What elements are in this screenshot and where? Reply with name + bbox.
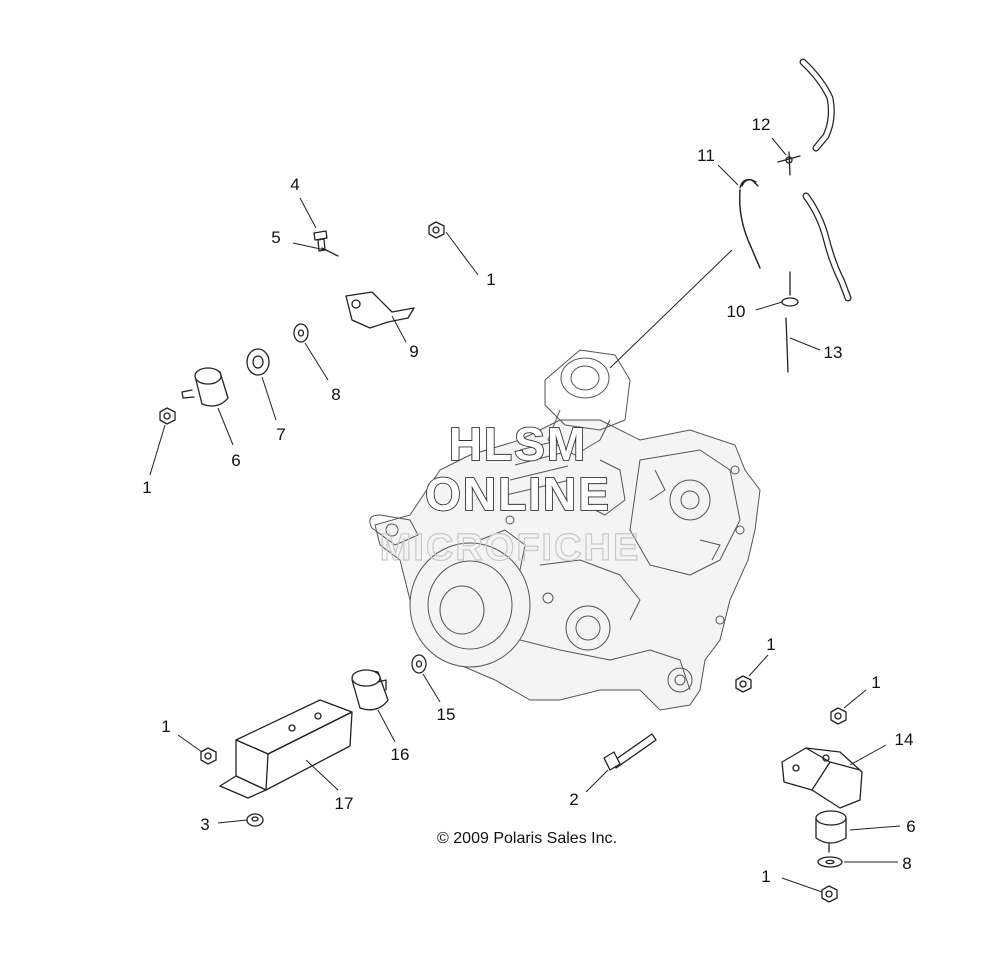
watermark-line3: MICROFICHE [380, 527, 641, 569]
callout-8-top: 8 [331, 385, 340, 404]
callout-1-left: 1 [142, 478, 151, 497]
callout-5: 5 [271, 228, 280, 247]
part-1-nut-lower-left [177, 734, 217, 765]
callout-1-center: 1 [766, 635, 775, 654]
callout-11: 11 [697, 146, 715, 165]
part-7-bushing [246, 348, 277, 421]
callout-labels: 4 5 1 9 8 7 6 1 11 12 10 13 1 15 16 1 17… [142, 115, 915, 886]
part-16-isolator [351, 669, 396, 743]
part-15-washer [411, 654, 441, 703]
part-8-washer-top [293, 323, 329, 381]
part-6-isolator-right [815, 810, 901, 853]
callout-3: 3 [200, 815, 209, 834]
watermark: MICROFICHE HLSM ONLINE [379, 417, 641, 570]
part-14-mount-bracket [781, 744, 887, 809]
part-11-hose [609, 164, 761, 369]
callout-12: 12 [752, 115, 771, 134]
callout-1-right: 1 [871, 673, 880, 692]
part-1-nut-left [149, 407, 176, 476]
part-8-washer-right [817, 856, 898, 868]
callout-2: 2 [569, 790, 578, 809]
part-1-nut-center [735, 654, 769, 693]
callout-17: 17 [335, 794, 354, 813]
part-1-nut-top [428, 221, 479, 276]
callout-10: 10 [727, 302, 746, 321]
copyright-notice: © 2009 Polaris Sales Inc. [437, 830, 617, 847]
part-12-fitting [771, 137, 801, 176]
watermark-line1: HLSM [449, 418, 587, 470]
part-2-bolt [585, 733, 657, 793]
part-17-bracket [219, 699, 353, 799]
part-upper-hose-a [799, 58, 835, 152]
part-10-grommet [755, 271, 799, 311]
part-1-nut-right [830, 689, 867, 725]
callout-6-left: 6 [231, 451, 240, 470]
callout-15: 15 [437, 705, 456, 724]
part-13-tube [785, 317, 821, 373]
part-3-nut [217, 813, 264, 827]
part-upper-hose-b [802, 192, 852, 302]
callout-6-right: 6 [906, 817, 915, 836]
engine-assembly [369, 349, 761, 711]
callout-1-top: 1 [486, 270, 495, 289]
callout-1-bottom: 1 [761, 867, 770, 886]
part-9-bracket [345, 291, 415, 343]
callout-7: 7 [276, 425, 285, 444]
watermark-line2: ONLINE [425, 468, 611, 520]
part-1-nut-bottom [781, 877, 838, 903]
callout-16: 16 [391, 745, 410, 764]
callout-8-right: 8 [902, 854, 911, 873]
part-6-isolator-left [181, 367, 234, 446]
part-5-clip [292, 242, 339, 257]
callout-9: 9 [409, 342, 418, 361]
callout-13: 13 [824, 343, 843, 362]
callout-1-lower-left: 1 [161, 717, 170, 736]
callout-14: 14 [895, 730, 914, 749]
callout-4: 4 [290, 175, 299, 194]
part-4-bolt [299, 197, 328, 252]
